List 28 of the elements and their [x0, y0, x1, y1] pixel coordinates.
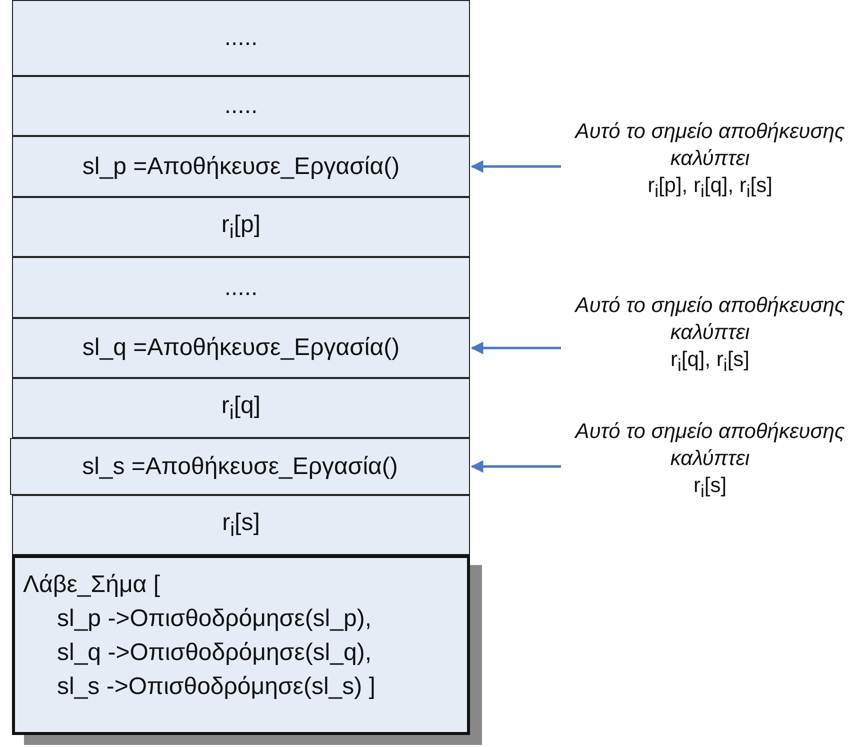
frame-label: r$_{i}$[p]: [221, 210, 261, 244]
frame-label: sl_q =Αποθήκευσε_Εργασία(): [82, 334, 400, 362]
frame-label: r$_{i}$[s]: [222, 508, 260, 542]
annotation-values: r$_{i}$[q], r$_{i}$[s]: [670, 347, 750, 378]
code-line: sl_q ->Οπισθοδρόμησε(sl_q),: [56, 638, 372, 668]
stack-frame-box: [12, 76, 470, 136]
annotation-values: r$_{i}$[p], r$_{i}$[q], r$_{i}$[s]: [646, 173, 774, 204]
code-line: sl_p ->Οπισθοδρόμησε(sl_p),: [56, 604, 372, 634]
annotation-values: r$_{i}$[s]: [692, 473, 728, 504]
frame-label: r$_{i}$[q]: [221, 392, 261, 424]
stack-frame-box: [12, 257, 470, 318]
stack-frame-box: [12, 0, 470, 76]
stack-frame-box: [12, 495, 470, 555]
frame-label: .....: [224, 92, 258, 120]
stack-frame-box: [12, 197, 470, 257]
frame-label: sl_p =Αποθήκευσε_Εργασία(): [82, 152, 400, 180]
frame-label: .....: [224, 274, 258, 302]
arrow: [470, 160, 561, 173]
code-line: sl_s ->Οπισθοδρόμησε(sl_s) ]: [56, 672, 376, 702]
code-heading: Λάβε_Σήμα [: [23, 570, 161, 600]
frame-label: .....: [224, 24, 258, 52]
arrow: [470, 460, 561, 473]
frame-label: sl_s =Αποθήκευσε_Εργασία(): [82, 452, 398, 480]
stack-frame-box: [10, 438, 470, 495]
stack-frame-box: [12, 136, 470, 197]
stack-frame-box: [12, 378, 470, 438]
arrow: [470, 342, 561, 354]
stack-frame-box: [12, 318, 470, 378]
